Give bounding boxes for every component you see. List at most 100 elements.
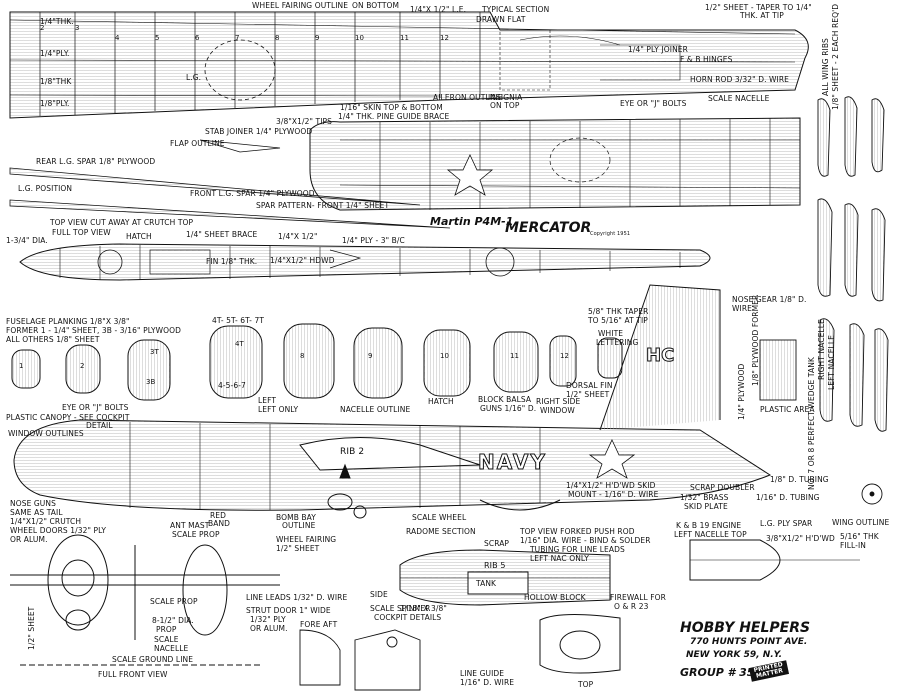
label-scale-prop: SCALE PROP	[150, 597, 198, 606]
label-le-strip: 1/4"X 1/2" L.E.	[410, 5, 467, 14]
label-line-leads: LINE LEADS 1/32" D. WIRE	[246, 593, 348, 602]
label-left-nacelle-top: LEFT NACELLE TOP	[674, 530, 747, 539]
label-skid-plate: SKID PLATE	[684, 502, 728, 511]
label-wire-bind: 1/16" DIA. WIRE - BIND & SOLDER	[520, 536, 651, 545]
label-plastic-area: PLASTIC AREA	[760, 405, 815, 414]
label-left: LEFT	[258, 396, 277, 405]
label-tubing-leads: TUBING FOR LINE LEADS	[530, 545, 625, 554]
label-wheel-fairing: WHEEL FAIRING	[276, 535, 337, 544]
label-mount: MOUNT - 1/16" D. WIRE	[568, 490, 659, 499]
label-scale: SCALE	[154, 635, 179, 644]
label-eye-bolts-fuselage: EYE OR "J" BOLTS	[62, 403, 129, 412]
label-lg-ply-spar: L.G. PLY SPAR	[760, 519, 813, 528]
label-wing-outline: WING OUTLINE	[832, 518, 890, 527]
label-scrap-doubler: SCRAP DOUBLER	[690, 483, 755, 492]
rib-number: 8	[275, 34, 280, 42]
label-rear-lg-spar: REAR L.G. SPAR 1/8" PLYWOOD	[36, 157, 156, 166]
label-ply-bc: 1/4" PLY - 3" B/C	[342, 236, 405, 245]
publisher-city: NEW YORK 59, N.Y.	[686, 650, 783, 660]
publisher-group: GROUP # 354	[680, 666, 763, 679]
front-view	[10, 534, 280, 666]
left-nacelle-top	[539, 539, 860, 674]
label-scrap: SCRAP	[484, 539, 510, 548]
nacelle-detail	[759, 339, 883, 505]
label-fin: FIN 1/8" THK.	[206, 257, 258, 266]
label-lettering: LETTERING	[596, 338, 639, 347]
label-red-band: RED	[210, 511, 227, 520]
label-quarter-plywood: 1/4" PLYWOOD	[737, 363, 746, 420]
label-strut-alum: OR ALUM.	[250, 624, 288, 633]
cockpit-detail	[299, 629, 421, 691]
fuselage-side-view	[13, 284, 772, 519]
label-pine-guide: 1/4" THK. PINE GUIDE BRACE	[338, 112, 450, 121]
label-window-outlines: WINDOW OUTLINES	[8, 429, 84, 438]
label-detail: DETAIL	[86, 421, 113, 430]
label-each-reqd: 1/8" SHEET - 2 EACH REQ'D	[831, 3, 840, 110]
former-number: 9	[368, 352, 373, 360]
label-spar-pattern: SPAR PATTERN- FRONT 1/4" SHEET	[256, 201, 390, 210]
label-fin-taper: 5/8" THK TAPER	[588, 307, 649, 316]
former-number: 1	[19, 362, 24, 370]
label-scale-nacelle: SCALE NACELLE	[708, 94, 770, 103]
label-formers: FORMER 1 - 1/4" SHEET, 3B - 3/16" PLYWOO…	[6, 326, 182, 335]
label-dia: 1-3/4" DIA.	[6, 236, 48, 245]
label-lg: L.G.	[186, 73, 202, 82]
label-typical-section: TYPICAL SECTION	[482, 5, 550, 14]
label-scale-prop-top: SCALE PROP	[172, 530, 220, 539]
label-prop: PROP	[156, 625, 177, 634]
label-crutch: 1/4"X1/2" CRUTCH	[10, 517, 82, 526]
navy-lettering: NAVY	[478, 450, 547, 475]
label-cockpit-details: COCKPIT DETAILS	[374, 613, 442, 622]
label-nacelle: NACELLE	[154, 644, 189, 653]
label-fin-tip: TO 5/16" AT TIP	[588, 316, 648, 325]
label-front-sheet: 1/2" SHEET	[27, 606, 36, 650]
label-tubing: 1/8" D. TUBING	[770, 475, 829, 484]
label-wheel-fairing-outline: WHEEL FAIRING OUTLINE	[252, 1, 349, 10]
label-nose-guns: NOSE GUNS	[10, 499, 56, 508]
label-side: SIDE	[370, 590, 388, 599]
label-nacelle-outline: NACELLE OUTLINE	[340, 405, 411, 414]
label-full-front-view: FULL FRONT VIEW	[98, 670, 168, 679]
label-white: WHITE	[598, 329, 624, 338]
former-number: 11	[510, 352, 519, 360]
label-skid: 1/4"X1/2" H'D'WD SKID	[566, 481, 656, 490]
label-tubing2: 1/16" D. TUBING	[756, 493, 820, 502]
copyright-note: Copyright 1951	[590, 231, 631, 237]
label-tank: TANK	[476, 579, 497, 588]
label-left-only: LEFT ONLY	[258, 405, 299, 414]
label-stab-joiner: STAB JOINER 1/4" PLYWOOD	[205, 127, 313, 136]
label-sheet-brace: 1/4" SHEET BRACE	[186, 230, 258, 239]
label-others: ALL OTHERS 1/8" SHEET	[6, 335, 100, 344]
rib-number: 10	[355, 34, 364, 42]
label-quarter-thk: 1/4"THK.	[40, 17, 74, 26]
label-scale-ground-line: SCALE GROUND LINE	[112, 655, 194, 664]
label-strut-door: STRUT DOOR 1" WIDE	[246, 606, 331, 615]
label-left-nac-only: LEFT NAC ONLY	[530, 554, 589, 563]
tail-code: HC	[645, 345, 675, 367]
label-on-top: ON TOP	[490, 101, 520, 110]
label-strip: 1/4"X 1/2"	[278, 232, 318, 241]
label-half-sheet-taper: 1/2" SHEET - TAPER TO 1/4"	[705, 3, 812, 12]
label-rib-2: RIB 2	[340, 447, 365, 457]
rib-number: 12	[440, 34, 449, 42]
label-brass: 1/32" BRASS	[680, 493, 729, 502]
publisher-address: 770 HUNTS POINT AVE.	[690, 637, 808, 647]
label-band: BAND	[208, 519, 231, 528]
label-front-lg-spar: FRONT L.G. SPAR 1/4" PLYWOOD	[190, 189, 315, 198]
rib-number: 7	[235, 34, 240, 42]
label-formers-set: 4-5-6-7	[218, 381, 246, 390]
label-dorsal-fin: DORSAL FIN	[566, 381, 613, 390]
label-drawn-flat: DRAWN FLAT	[476, 15, 526, 24]
label-plastic-canopy: PLASTIC CANOPY - SEE COCKPIT	[6, 413, 130, 422]
label-eye-bolts: EYE OR "J" BOLTS	[620, 99, 687, 108]
publisher-name: HOBBY HELPERS	[680, 620, 811, 636]
label-all-wing-ribs: ALL WING RIBS	[821, 38, 830, 96]
label-line-guide: LINE GUIDE	[460, 669, 505, 678]
rib-number: 5	[155, 34, 160, 42]
former-number: 12	[560, 352, 569, 360]
former-number: 3B	[146, 378, 156, 386]
nacelle-side-view	[399, 549, 611, 606]
label-full-top-view: FULL TOP VIEW	[52, 228, 111, 237]
label-planking: FUSELAGE PLANKING 1/8"X 3/8"	[6, 317, 130, 326]
